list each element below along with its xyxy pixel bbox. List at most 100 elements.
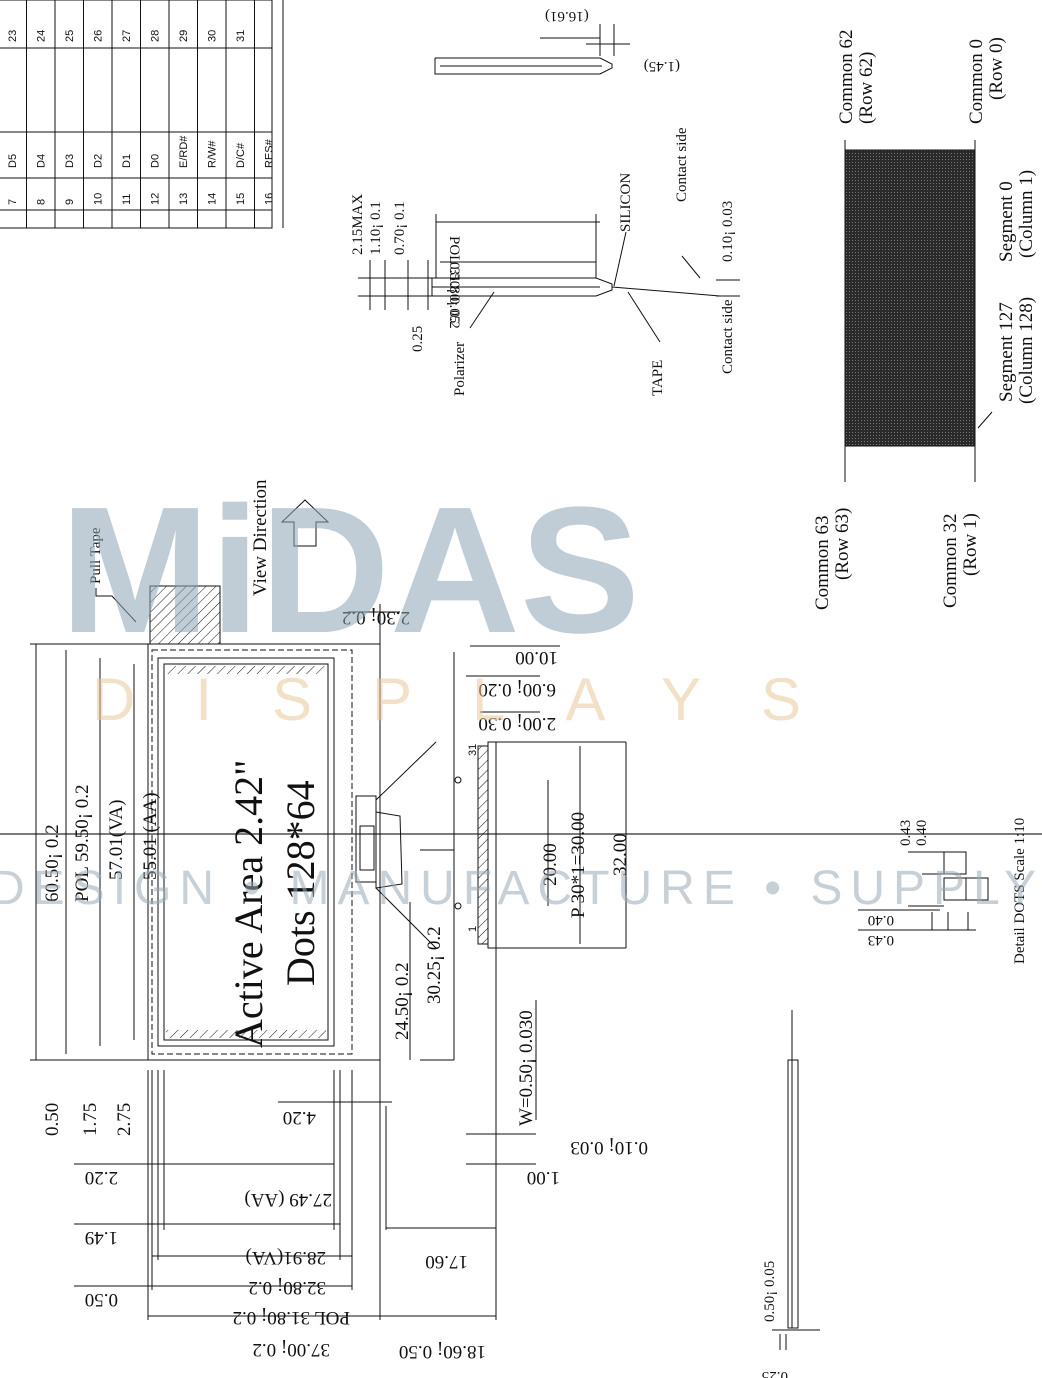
- pin-number: 16: [264, 193, 276, 205]
- label-view-direction: View Direction: [250, 479, 271, 596]
- watermark-tagline: DESIGN • MANUFACTURE • SUPPLY: [0, 862, 1042, 915]
- edge-view: 0.50¡ 0.05 0.25: [762, 1010, 820, 1378]
- view-direction-arrow-icon: [280, 499, 330, 547]
- dim-16-61: (16.61): [545, 8, 589, 24]
- pin-number-right: 25: [64, 30, 76, 42]
- dim-w-0-50: W=0.50¡ 0.030: [516, 1010, 537, 1126]
- dim-32-00: 32.00: [610, 833, 631, 876]
- detail-0-40: 0.40: [914, 820, 930, 846]
- dim-pol-31-80: POL 31.80¡ 0.2: [232, 1307, 350, 1328]
- pin-number-right: 31: [235, 30, 247, 42]
- detail-dots: 0.43 0.40 0.40 0.43 Detail DOTS Scale 1:…: [858, 818, 1028, 964]
- label-column-128: (Column 128): [1016, 297, 1037, 404]
- dim-17-60: 17.60: [425, 1251, 468, 1272]
- watermark: MiDAS DISPLAYS DESIGN • MANUFACTURE • SU…: [0, 470, 1042, 915]
- dim-18-60: 18.60¡ 0.50: [399, 1341, 486, 1362]
- detail-0-40b: 0.40: [868, 912, 894, 928]
- pin-number-right: 29: [178, 30, 190, 42]
- dim-0-50-left: 0.50: [42, 1103, 63, 1136]
- label-common-63: Common 63: [812, 516, 833, 610]
- label-common-62: Common 62: [836, 30, 857, 124]
- dim-1-75: 1.75: [80, 1103, 101, 1136]
- pin-number: 9: [64, 199, 76, 205]
- dim-37-00: 37.00¡ 0.2: [252, 1339, 330, 1360]
- dim-2-75: 2.75: [114, 1103, 135, 1136]
- pin-number: 12: [150, 193, 162, 205]
- pin-signal-name: D5: [7, 154, 19, 168]
- dim-0-50-bottom: 0.50: [85, 1289, 118, 1310]
- label-contact-side-1: Contact side: [674, 127, 690, 202]
- dim-0-70: 0.70¡ 0.1: [392, 201, 408, 255]
- label-segment-127: Segment 127: [996, 302, 1017, 402]
- label-active-area: Active Area 2.42": [226, 760, 271, 1048]
- label-segment-0: Segment 0: [996, 181, 1017, 262]
- pin-number-right: 27: [121, 30, 133, 42]
- pin-signal-name: D/C#: [235, 142, 247, 168]
- pin-number: 10: [93, 193, 105, 205]
- dim-2-30: 2.30¡ 0.2: [342, 607, 410, 628]
- dim-30-25: 30.25¡ 0.2: [424, 926, 445, 1004]
- pin-signal-name: D3: [64, 154, 76, 168]
- label-dots: Dots 128*64: [278, 780, 323, 986]
- label-silicon: SILICON: [618, 173, 634, 232]
- pin-number-right: 28: [150, 30, 162, 42]
- pin-table: 7D5238D4249D32510D22611D12712D02813E/RD#…: [0, 0, 284, 229]
- dim-1-49: 1.49: [85, 1227, 118, 1248]
- dim-55-01: 55.01 (AA): [140, 792, 161, 880]
- label-column-1: (Column 1): [1016, 170, 1037, 258]
- dim-1-45: (1.45): [644, 58, 680, 74]
- dim-4-20: 4.20: [283, 1107, 316, 1128]
- side-view: (16.61) (1.45) 2.15MAX 1.10¡ 0.1 0.70¡ 0…: [350, 8, 740, 396]
- label-common-0: Common 0: [966, 39, 987, 124]
- label-row-63: (Row 63): [832, 508, 853, 580]
- detail-title: Detail DOTS Scale 1:10: [1012, 818, 1028, 964]
- watermark-sub: DISPLAYS: [92, 666, 861, 733]
- pin-number: 8: [36, 199, 48, 205]
- dim-pol-59-50: POL 59.50¡ 0.2: [72, 784, 93, 902]
- pin-31-label: 31: [467, 744, 479, 756]
- dim-p-30: P 30*1=30.00: [568, 812, 589, 918]
- pin-signal-name: D0: [150, 154, 162, 168]
- detail-0-43b: 0.43: [868, 932, 894, 948]
- pin-signal-name: D4: [36, 154, 48, 168]
- dim-60-50: 60.50¡ 0.2: [42, 824, 63, 902]
- dim-28-91: 28.91(VA): [246, 1247, 326, 1268]
- dim-10-00: 10.00: [515, 647, 558, 668]
- dim-32-80: 32.80¡ 0.2: [248, 1277, 326, 1298]
- dim-57-01: 57.01(VA): [106, 800, 127, 880]
- pin-number: 11: [121, 194, 133, 205]
- edge-dim-0-25: 0.25: [762, 1368, 788, 1378]
- label-contact-side-2: Contact side: [720, 299, 736, 374]
- pin-signal-name: R/W#: [207, 140, 219, 168]
- pixel-matrix: [844, 149, 976, 447]
- pin-number-right: 23: [7, 30, 19, 42]
- label-row-0: (Row 0): [986, 37, 1007, 100]
- dim-pol-31-80: POL 31.80¡ 0.2: [446, 236, 462, 329]
- dim-0-10: 0.10¡ 0.03: [720, 201, 736, 262]
- watermark-brand: MiDAS: [60, 470, 640, 671]
- label-pull-tape: Pull Tape: [88, 527, 104, 584]
- dim-1-10: 1.10¡ 0.1: [368, 201, 384, 255]
- label-common-32: Common 32: [940, 514, 961, 608]
- dim-2-15max: 2.15MAX: [350, 194, 366, 255]
- pin-number-right: 24: [36, 30, 48, 42]
- pin-1-label: 1: [467, 926, 479, 932]
- label-polarizer: Polarizer: [452, 342, 468, 396]
- label-row-62: (Row 62): [856, 52, 877, 124]
- front-view: View Direction Pull Tape Active Area 2.4…: [30, 479, 648, 1362]
- fpc-pins: [477, 745, 489, 945]
- pin-number-right: 30: [207, 30, 219, 42]
- dim-6-00: 6.00¡ 0.20: [478, 679, 556, 700]
- pin-signal-name: RES#: [264, 138, 276, 168]
- pin-number-right: 26: [93, 30, 105, 42]
- dim-0-50-glass: 0.50¡ 0.05: [446, 262, 462, 323]
- pin-signal-name: D1: [121, 154, 133, 168]
- pin-number: 14: [207, 193, 219, 205]
- label-row-1: (Row 1): [960, 513, 981, 576]
- dim-1-00: 1.00: [527, 1167, 560, 1188]
- pull-tape: [149, 585, 221, 645]
- dim-24-50: 24.50¡ 0.2: [392, 962, 413, 1040]
- edge-dim-0-50: 0.50¡ 0.05: [762, 1261, 778, 1322]
- dot-matrix-diagram: Common 62 (Row 62) Common 0 (Row 0) Segm…: [812, 30, 1037, 610]
